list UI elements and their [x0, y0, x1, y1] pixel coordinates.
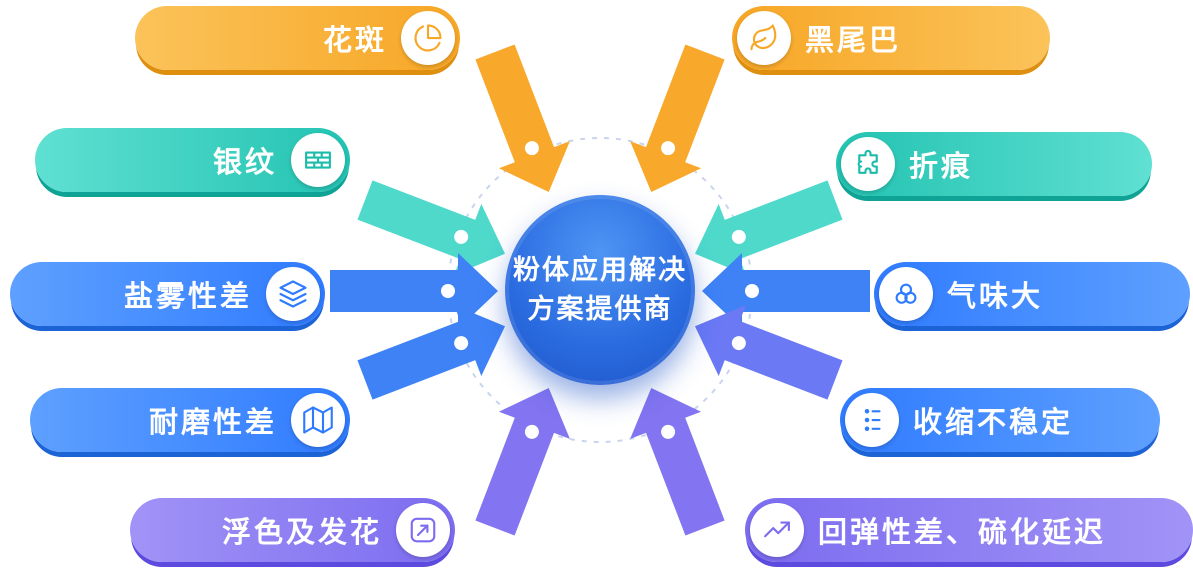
arrow-dot: [524, 141, 539, 156]
pill-resilience: 回弹性差、硫化延迟: [745, 498, 1193, 562]
pill-label: 银纹: [212, 147, 277, 179]
arrow-top-left: [475, 44, 570, 193]
pill-label: 气味大: [947, 281, 1044, 313]
pill-label: 回弹性差、硫化延迟: [818, 517, 1107, 549]
arrow-dot: [441, 284, 455, 298]
pill-crease: 折痕: [836, 132, 1152, 196]
pill-silver-streak: 银纹: [35, 128, 350, 192]
pie-chart-icon: [401, 11, 455, 65]
arrow-bottom-left: [475, 387, 570, 536]
arrow-lower-right: [694, 305, 843, 400]
arrow-bottom-right: [630, 387, 725, 536]
puzzle-icon: [841, 137, 895, 191]
arrow-dot: [454, 336, 469, 351]
pill-odor: 气味大: [874, 262, 1190, 326]
arrow-upper-left: [357, 180, 506, 275]
leaf-icon: [737, 11, 791, 65]
pill-mottling: 花斑: [135, 6, 460, 70]
center-title-line1: 粉体应用解决: [513, 254, 687, 285]
pill-label: 折痕: [909, 151, 974, 183]
pill-shrinkage: 收缩不稳定: [840, 388, 1160, 452]
pill-floating-color: 浮色及发花: [130, 498, 455, 562]
arrow-dot: [524, 424, 539, 439]
center-title-line2: 方案提供商: [527, 294, 673, 324]
pill-label: 收缩不稳定: [913, 407, 1074, 439]
arrow-top-right: [630, 44, 725, 193]
pill-black-tail: 黑尾巴: [732, 6, 1050, 70]
pill-label: 花斑: [322, 25, 387, 57]
pill-label: 盐雾性差: [123, 281, 252, 313]
pill-wear-resistance: 耐磨性差: [30, 388, 350, 452]
nodes-icon: [845, 393, 899, 447]
pill-label: 耐磨性差: [148, 407, 277, 439]
arrow-lower-left: [357, 305, 506, 400]
trend-arrow-icon: [396, 503, 450, 557]
line-chart-icon: [750, 503, 804, 557]
arrow-dot: [731, 336, 746, 351]
arrow-dot: [745, 284, 759, 298]
arrow-dot: [454, 229, 469, 244]
pill-label: 浮色及发花: [221, 517, 382, 549]
pill-salt-spray: 盐雾性差: [10, 262, 325, 326]
layers-icon: [266, 267, 320, 321]
arrow-dot: [731, 229, 746, 244]
arrow-dot: [661, 141, 676, 156]
arrow-dot: [661, 424, 676, 439]
bricks-icon: [291, 133, 345, 187]
center-circle: 粉体应用解决 方案提供商: [505, 195, 695, 385]
rings-icon: [879, 267, 933, 321]
map-icon: [291, 393, 345, 447]
pill-label: 黑尾巴: [805, 25, 902, 57]
arrow-upper-right: [694, 180, 843, 275]
